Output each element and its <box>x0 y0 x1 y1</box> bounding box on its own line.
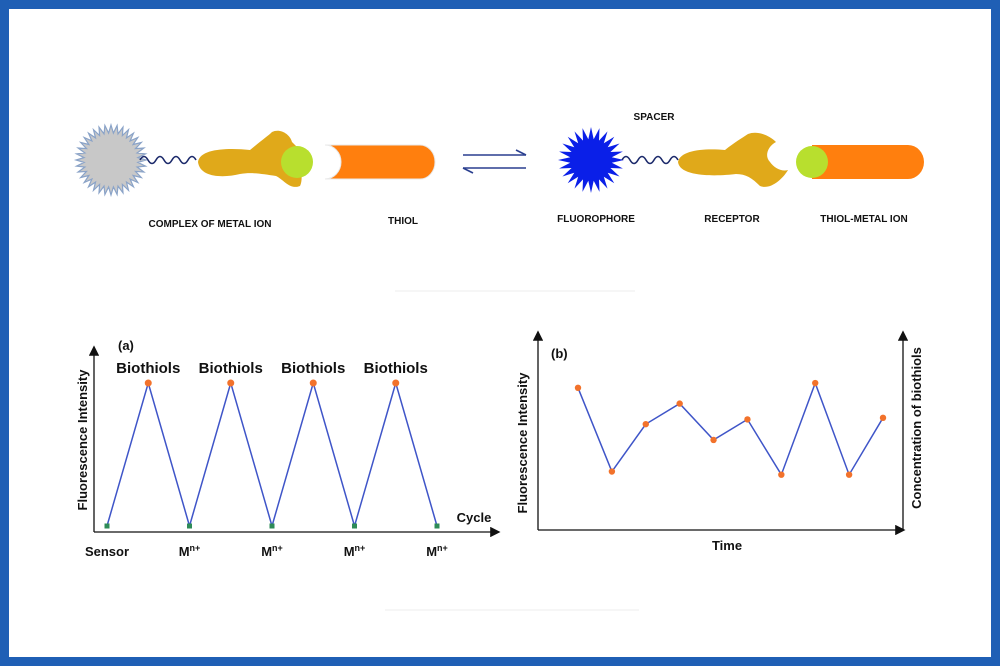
equilibrium-arrows <box>462 149 527 174</box>
label-thiol-metal: THIOL-METAL ION <box>820 214 907 225</box>
chart-b-panel-label: (b) <box>551 346 568 361</box>
chart-a-peak-point <box>144 379 152 387</box>
chart-a-panel-label: (a) <box>118 338 134 353</box>
receptor-shape-right <box>678 132 788 187</box>
figure-svg: COMPLEX OF METAL ION THIOL FLUOROPHORE S… <box>73 112 924 611</box>
chart-b-point <box>676 400 683 407</box>
chart-b-point <box>812 379 819 387</box>
chart-a-peak-label: Biothiols <box>199 360 263 377</box>
chart-b-xlabel: Time <box>712 538 742 553</box>
chart-b: (b) Fluorescence Intensity Concentration… <box>515 330 924 553</box>
label-spacer: SPACER <box>634 112 676 123</box>
chart-a-peak-point <box>227 379 235 387</box>
chart-a-low-point <box>187 523 192 529</box>
chart-b-point <box>879 414 887 422</box>
label-fluorophore: FLUOROPHORE <box>557 214 635 225</box>
label-receptor: RECEPTOR <box>704 214 760 225</box>
chart-b-point <box>642 420 649 428</box>
metal-ion-right-icon <box>796 146 828 178</box>
chart-a: (a) Fluorescence Intensity Cycle Sensor B… <box>75 338 501 559</box>
chart-a-low-point <box>104 523 110 529</box>
chart-a-x-tick-label: Mn+ <box>261 543 283 559</box>
chart-a-peak-label: Biothiols <box>364 360 428 377</box>
metal-ion-left-icon <box>281 146 313 178</box>
chart-b-point <box>744 416 751 423</box>
chart-a-peak-point <box>309 379 317 387</box>
label-thiol: THIOL <box>388 216 418 227</box>
chart-a-x-tick-label: Mn+ <box>179 543 201 559</box>
chart-b-point <box>574 384 582 391</box>
chart-b-point <box>845 471 853 478</box>
chart-b-marks <box>574 379 887 478</box>
scheme: COMPLEX OF METAL ION THIOL FLUOROPHORE S… <box>73 112 924 230</box>
chart-a-x-tick-label: Sensor <box>85 544 129 559</box>
chart-a-low-point <box>434 523 440 529</box>
chart-a-low-point <box>352 523 357 529</box>
chart-b-series-line <box>577 380 884 477</box>
chart-b-ylabel: Fluorescence Intensity <box>515 372 530 514</box>
gray-metal-complex-icon <box>73 122 149 198</box>
chart-a-ylabel: Fluorescence Intensity <box>75 369 90 511</box>
chart-a-series-line <box>106 380 438 529</box>
thiol-capsule-icon <box>324 144 436 180</box>
chart-b-point <box>710 436 717 444</box>
chart-b-point <box>608 468 616 475</box>
chart-a-x-tick-label: Mn+ <box>426 543 448 559</box>
fluorophore-icon <box>558 127 624 193</box>
chart-a-peak-point <box>392 379 400 387</box>
thiol-metal-capsule-icon <box>812 145 924 179</box>
chart-b-ylabel-right: Concentration of biothiols <box>909 347 924 509</box>
chart-a-low-point <box>269 523 275 529</box>
chart-a-peak-label: Biothiols <box>116 360 180 377</box>
chart-b-point <box>778 471 785 478</box>
figure-frame: COMPLEX OF METAL ION THIOL FLUOROPHORE S… <box>9 9 991 657</box>
chart-a-x-tick-label: Mn+ <box>344 543 366 559</box>
spacer-wave-left <box>139 155 197 165</box>
spacer-wave-right <box>621 155 679 165</box>
chart-a-xlabel: Cycle <box>457 510 492 525</box>
receptor-shape-left <box>198 130 302 187</box>
label-complex: COMPLEX OF METAL ION <box>149 219 272 230</box>
chart-a-peak-label: Biothiols <box>281 360 345 377</box>
